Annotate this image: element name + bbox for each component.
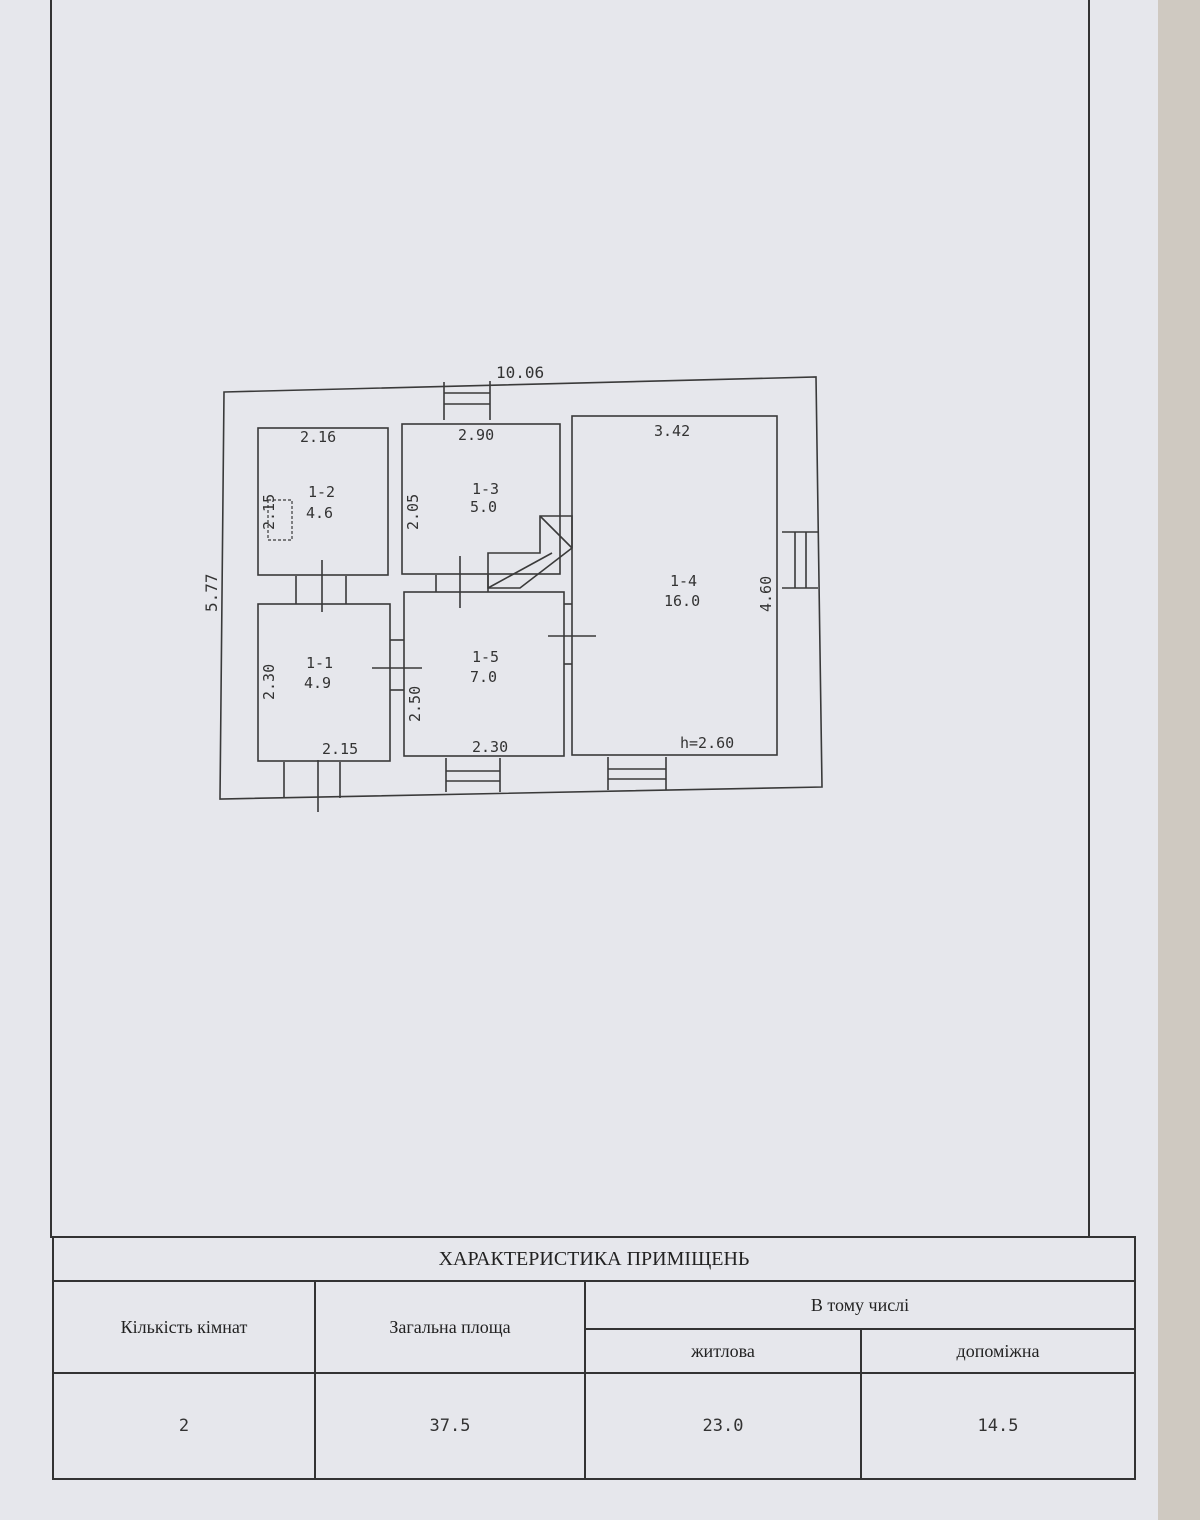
- room-1-5-depth: 2.50: [406, 686, 424, 722]
- room-1-4-outline: [571, 415, 778, 756]
- room-1-2-outline: [257, 427, 389, 576]
- room-1-1-outline: [257, 603, 391, 762]
- table-title: ХАРАКТЕРИСТИКА ПРИМІЩЕНЬ: [438, 1247, 750, 1270]
- table-divider: [584, 1280, 586, 1478]
- value-auxiliary-area: 14.5: [977, 1416, 1019, 1436]
- room-1-2-id: 1-2: [308, 483, 335, 501]
- window-top: [443, 381, 491, 420]
- room-1-1-id: 1-1: [306, 654, 333, 672]
- door-1-1-entrance: [283, 760, 341, 812]
- header-including: В тому числі: [810, 1294, 910, 1315]
- header-room-count: Кількість кімнат: [120, 1316, 248, 1337]
- table-divider: [314, 1280, 316, 1478]
- room-1-3-outline: [401, 423, 561, 575]
- overall-width-label: 10.06: [496, 363, 544, 382]
- value-living-area: 23.0: [702, 1416, 744, 1436]
- outer-wall: [219, 376, 823, 800]
- door-1-2-1-1: [295, 560, 347, 612]
- window-bottom-2: [607, 757, 667, 790]
- door-1-5-1-4: [548, 603, 596, 665]
- floor-plan: 10.06 5.77 2.16 2.15 1-2 4.6 2.90 2.05 1…: [202, 363, 823, 812]
- room-characteristics-table: ХАРАКТЕРИСТИКА ПРИМІЩЕНЬ Кількість кімна…: [52, 1236, 1136, 1480]
- room-1-2-area: 4.6: [306, 504, 333, 522]
- background-surface: [1158, 0, 1200, 1520]
- room-1-4-id: 1-4: [670, 572, 697, 590]
- room-1-2-depth: 2.15: [260, 494, 278, 530]
- document-sheet: [0, 0, 1158, 1520]
- room-1-4-area: 16.0: [664, 592, 700, 610]
- overall-depth-label: 5.77: [202, 573, 221, 612]
- room-1-5-id: 1-5: [472, 648, 499, 666]
- door-1-3-1-5: [435, 556, 489, 608]
- header-auxiliary-area: допоміжна: [956, 1340, 1040, 1361]
- value-room-count: 2: [178, 1416, 190, 1436]
- table-divider: [54, 1372, 1134, 1374]
- fixture-1-2: [267, 499, 293, 541]
- table-divider: [860, 1328, 862, 1478]
- room-1-3-depth: 2.05: [404, 494, 422, 530]
- value-total-area: 37.5: [429, 1416, 471, 1436]
- stove-outline: [487, 515, 573, 589]
- room-1-1-area: 4.9: [304, 674, 331, 692]
- ceiling-height-label: h=2.60: [680, 734, 734, 752]
- room-1-4-depth: 4.60: [757, 576, 775, 612]
- room-1-1-width: 2.15: [322, 740, 358, 758]
- room-1-5-width: 2.30: [472, 738, 508, 756]
- room-1-5-outline: [403, 591, 565, 757]
- door-1-1-1-5: [372, 639, 422, 691]
- room-1-3-width: 2.90: [458, 426, 494, 444]
- header-total-area: Загальна площа: [389, 1316, 511, 1337]
- window-bottom-1: [445, 758, 501, 792]
- room-1-1-depth: 2.30: [260, 664, 278, 700]
- table-divider: [54, 1280, 1134, 1282]
- window-right: [782, 531, 818, 589]
- room-1-3-id: 1-3: [472, 480, 499, 498]
- drawing-frame: [50, 0, 1090, 1238]
- room-1-4-width: 3.42: [654, 422, 690, 440]
- table-divider: [584, 1328, 1134, 1330]
- header-living-area: житлова: [691, 1340, 755, 1361]
- room-1-5-area: 7.0: [470, 668, 497, 686]
- room-1-3-area: 5.0: [470, 498, 497, 516]
- room-1-2-width: 2.16: [300, 428, 336, 446]
